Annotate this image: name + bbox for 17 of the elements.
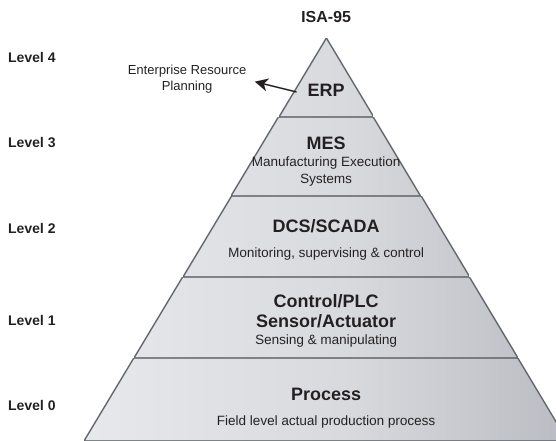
band-heading: DCS/SCADA [272,216,380,236]
level-label: Level 1 [8,313,56,327]
band-description: Field level actual production process [216,412,436,429]
band-description: Sensing & manipulating [255,331,397,348]
level-label: Level 2 [8,221,56,235]
band-description: Manufacturing Execution Systems [251,153,401,187]
level-label: Level 0 [8,398,56,412]
band-description: Monitoring, supervising & control [228,244,424,261]
diagram-title: ISA-95 [300,8,352,28]
band-heading: Process [290,384,362,404]
arrow [254,78,297,93]
band-heading: Control/PLC Sensor/Actuator [254,291,398,331]
band-heading: ERP [307,80,344,100]
level-label: Level 4 [8,50,56,64]
annotation-text: Enterprise Resource Planning [126,62,248,94]
band-heading: MES [306,133,346,153]
level-label: Level 3 [8,135,56,149]
